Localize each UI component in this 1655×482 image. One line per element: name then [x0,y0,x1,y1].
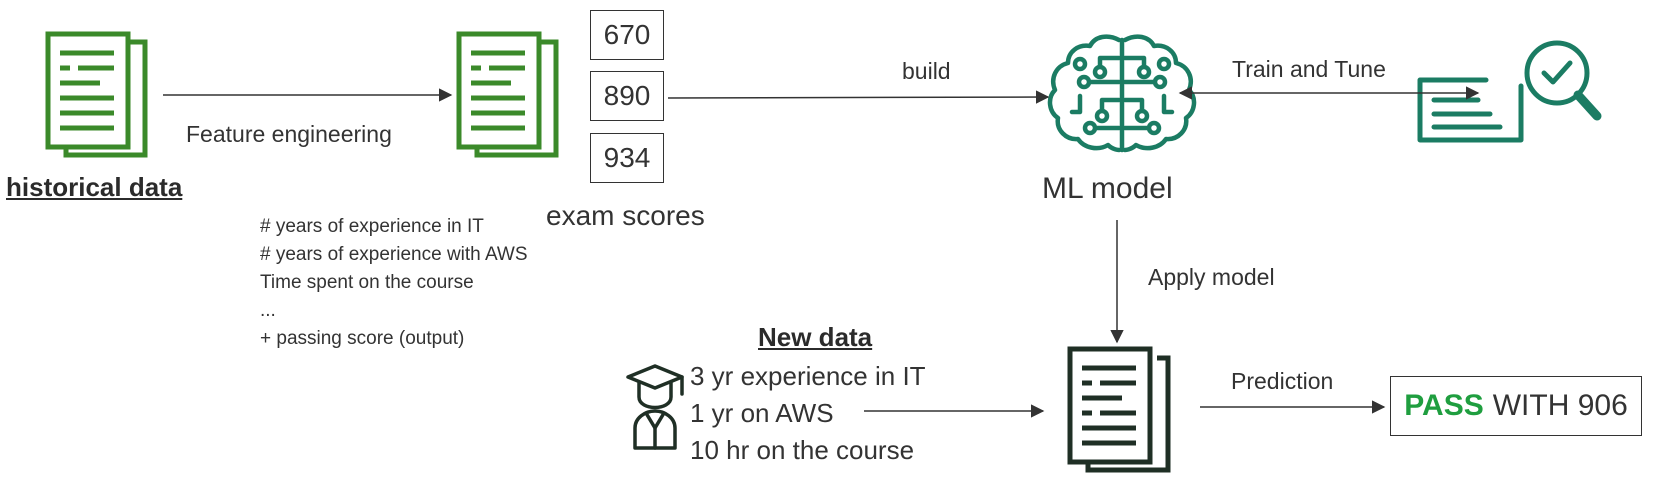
exam-score-box: 890 [590,71,664,121]
train-tune-label: Train and Tune [1232,56,1386,82]
apply-model-label: Apply model [1148,264,1275,290]
feature-item: # years of experience in IT [260,216,484,237]
pass-score: WITH 906 [1492,389,1628,422]
build-label: build [902,58,951,84]
exam-scores-label: exam scores [546,200,705,231]
evaluate-magnifier-icon [1417,40,1602,143]
new-data-item: 1 yr on AWS [690,398,834,428]
ml-model-label: ML model [1042,172,1173,205]
ml-model-brain-icon [1047,34,1197,153]
graduate-student-icon [626,364,684,450]
feature-item: ... [260,300,276,321]
new-data-item: 10 hr on the course [690,435,915,465]
prediction-result-box: PASS WITH 906 [1390,376,1642,436]
historical-document-icon [45,31,148,158]
features-document-icon [456,31,559,158]
historical-data-label: historical data [6,172,183,202]
exam-score-box: 934 [590,133,664,183]
feature-item: + passing score (output) [260,328,465,349]
new-data-list: 3 yr experience in IT 1 yr on AWS 10 hr … [690,358,926,469]
exam-score-box: 670 [590,10,664,60]
new-data-title: New data [758,322,873,352]
build-arrow [667,90,1050,104]
feature-list: # years of experience in IT # years of e… [260,213,528,353]
output-document-icon [1067,346,1171,473]
pass-status: PASS [1404,389,1484,422]
new-data-item: 3 yr experience in IT [690,361,926,391]
feature-engineering-label: Feature engineering [186,121,392,147]
feature-item: Time spent on the course [260,272,474,293]
prediction-label: Prediction [1231,368,1334,394]
feature-item: # years of experience with AWS [260,244,528,265]
